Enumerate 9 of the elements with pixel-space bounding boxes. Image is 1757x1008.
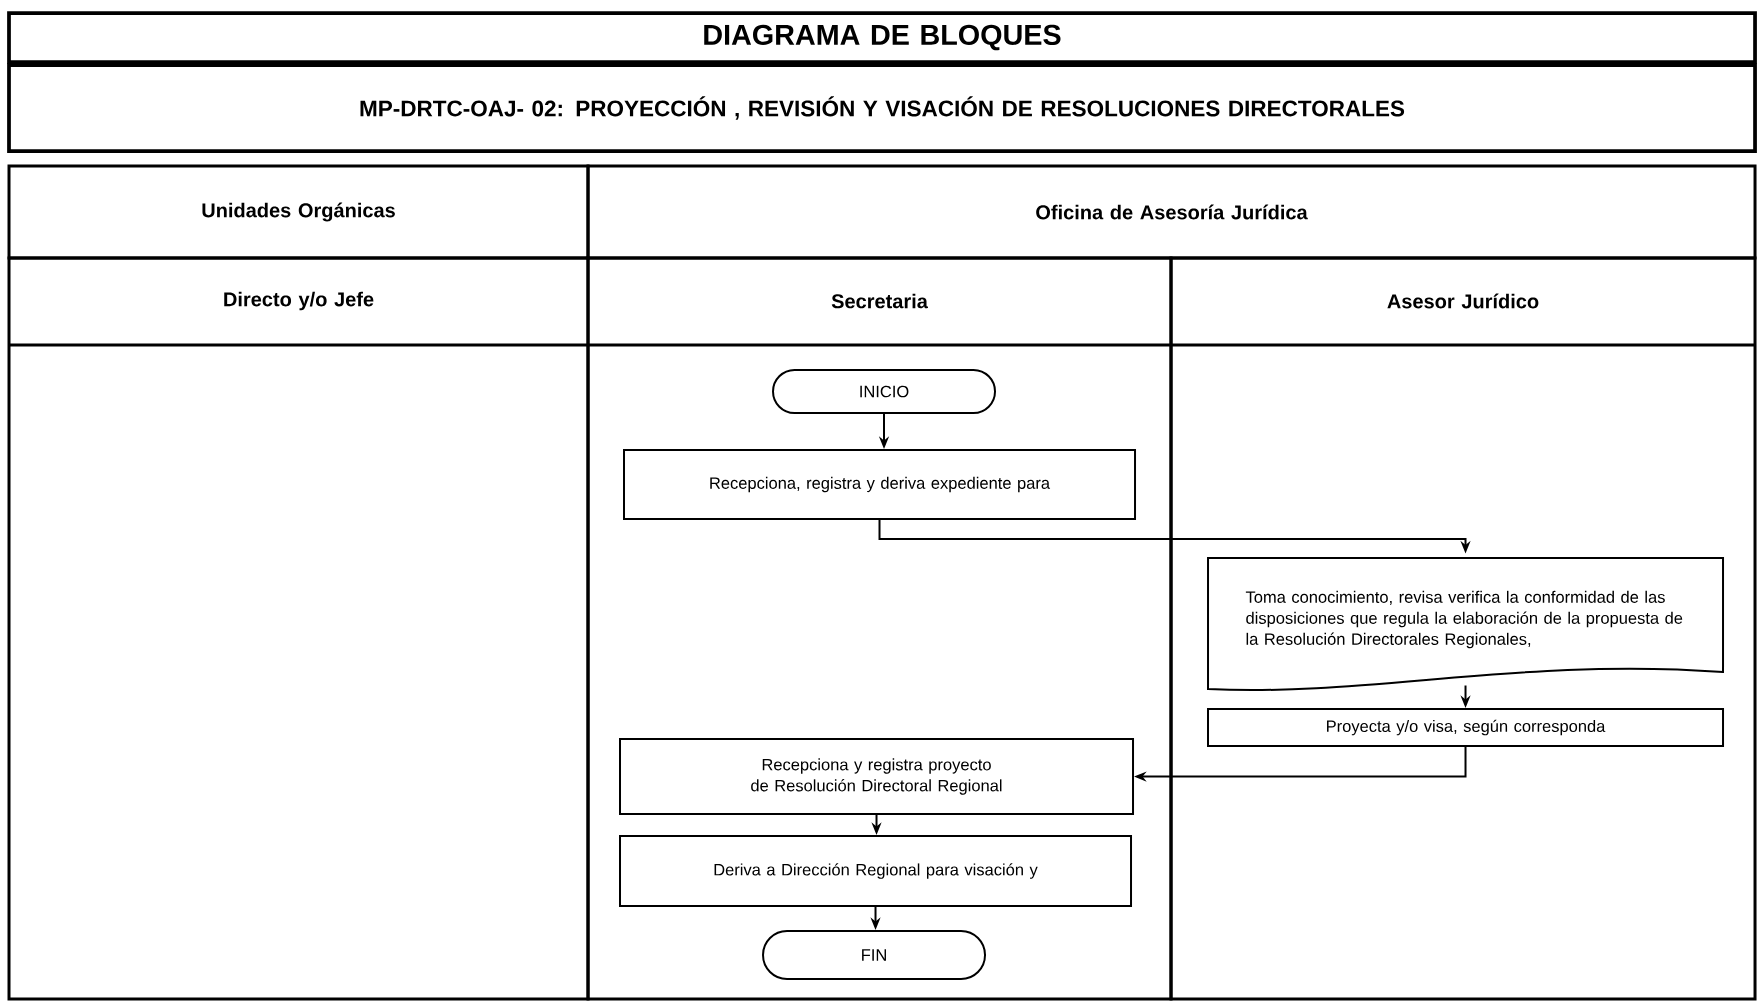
process-box: Recepciona y registra proyecto de Resolución Directoral Regional <box>619 738 1134 815</box>
process-box: Recepciona, registra y deriva expediente para <box>623 449 1136 520</box>
swimlane: Directo y/o Jefe <box>7 256 590 1001</box>
header-cell: Unidades Orgánicas <box>7 164 590 260</box>
process-box: Proyecta y/o visa, según corresponda <box>1207 708 1725 747</box>
title-box: DIAGRAMA DE BLOQUES <box>7 11 1757 64</box>
header-cell: Oficina de Asesoría Jurídica <box>586 164 1757 260</box>
process-box: Deriva a Dirección Regional para visación y <box>619 835 1132 907</box>
title-box: MP-DRTC-OAJ- 02: PROYECCIÓN , REVISIÓN Y VISACIÓN DE RESOLUCIONES DIRECTORALES <box>7 63 1757 153</box>
